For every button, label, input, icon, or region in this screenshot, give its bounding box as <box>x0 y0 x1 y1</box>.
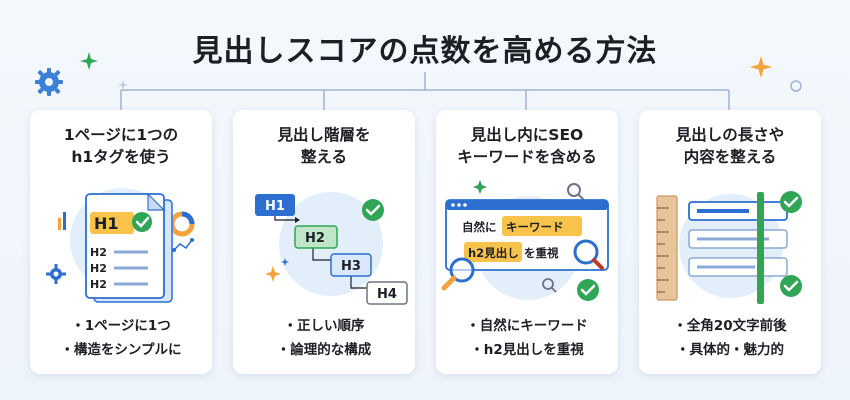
document-heading-icon: H1 H2 H2 H2 <box>46 188 195 303</box>
sparkle-icon <box>750 56 772 78</box>
card-title-line: 1ページに1つの <box>63 126 179 144</box>
card-title: 見出し内にSEO キーワードを含める <box>436 124 618 168</box>
h1-label: H1 <box>94 214 119 233</box>
h2-label: H2 <box>90 262 107 275</box>
bullet-item: ・h2見出しを重視 <box>470 342 584 358</box>
card-heading-length: 見出しの長さや 内容を整える <box>639 110 821 374</box>
card-bullets: ・正しい順序 ・論理的な構成 <box>233 314 415 362</box>
bullet-item: ・具体的・魅力的 <box>676 342 784 358</box>
bullet-item: ・全角20文字前後 <box>673 318 787 334</box>
sparkle-icon <box>118 80 128 90</box>
card-title-line: キーワードを含める <box>457 148 597 166</box>
magnifier-icon <box>441 257 475 291</box>
bullet-item: ・論理的な構成 <box>276 342 372 358</box>
circle-dot-icon <box>790 80 802 92</box>
browser-keyword-icon: 自然に キーワード h2見出し を重視 <box>441 180 609 301</box>
sparkle-icon <box>80 52 98 70</box>
keyword-suffix: を重視 <box>524 246 559 260</box>
h3-label: H3 <box>341 259 361 274</box>
card-seo-keyword: 見出し内にSEO キーワードを含める 自然に キーワード h2見出し を重視 <box>436 110 618 374</box>
card-title: 見出しの長さや 内容を整える <box>639 124 821 168</box>
card-title-line: 整える <box>300 148 348 166</box>
card-bullets: ・自然にキーワード ・h2見出しを重視 <box>436 314 618 362</box>
h2-label: H2 <box>305 231 325 246</box>
card-title: 見出し階層を 整える <box>233 124 415 168</box>
card-bullets: ・1ページに1つ ・構造をシンプルに <box>30 314 212 362</box>
bullet-item: ・正しい順序 <box>283 318 365 334</box>
keyword-highlight: キーワード <box>506 220 564 234</box>
card-title: 1ページに1つの h1タグを使う <box>30 124 212 168</box>
card-h1-tag: 1ページに1つの h1タグを使う <box>30 110 212 374</box>
page-title: 見出しスコアの点数を高める方法 <box>192 34 658 69</box>
h2-label: H2 <box>90 246 107 259</box>
card-title-line: 見出しの長さや <box>675 126 785 144</box>
h2-highlight: h2見出し <box>468 246 519 260</box>
connector-lines <box>120 72 730 110</box>
h2-label: H2 <box>90 278 107 291</box>
bullet-item: ・構造をシンプルに <box>60 342 182 358</box>
h1-label: H1 <box>265 199 285 214</box>
magnifier-icon <box>573 239 604 270</box>
ruler-length-icon <box>656 191 802 304</box>
card-title-line: 見出し内にSEO <box>470 126 584 144</box>
heading-hierarchy-icon: H1 H2 H3 H4 <box>255 192 408 305</box>
card-heading-hierarchy: 見出し階層を 整える H1 H2 H3 H4 ・正しい順序 ・論理的な構成 <box>233 110 415 374</box>
h4-label: H4 <box>377 287 397 302</box>
bullet-item: ・自然にキーワード <box>466 318 588 334</box>
magnifier-icon <box>567 183 585 201</box>
gear-icon <box>35 68 63 96</box>
bullet-item: ・1ページに1つ <box>71 318 171 334</box>
ruler-icon <box>656 195 678 301</box>
card-bullets: ・全角20文字前後 ・具体的・魅力的 <box>639 314 821 362</box>
card-title-line: h1タグを使う <box>71 148 171 166</box>
card-title-line: 見出し階層を <box>277 126 371 144</box>
card-title-line: 内容を整える <box>683 148 777 166</box>
keyword-prefix: 自然に <box>462 220 497 234</box>
